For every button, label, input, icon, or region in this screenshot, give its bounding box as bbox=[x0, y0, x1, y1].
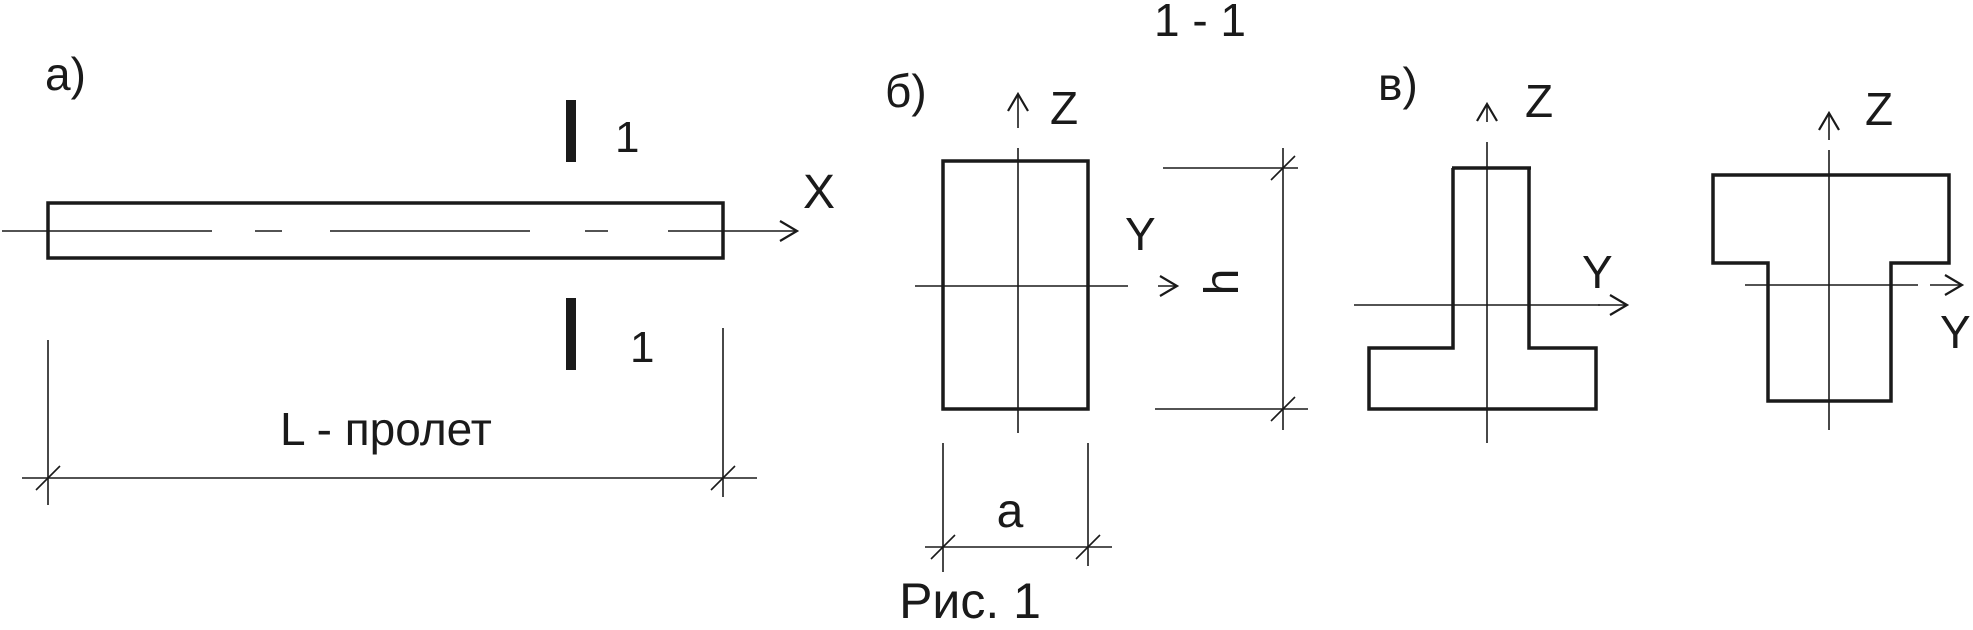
inverted-t-axis-z-label: Z bbox=[1525, 75, 1553, 127]
span-dimension bbox=[22, 328, 757, 505]
rect-section-panel: б) Z Y h a bbox=[885, 65, 1308, 572]
t-shape-axis-z-arrow bbox=[1818, 110, 1840, 131]
inverted-t-axis-y-label: Y bbox=[1582, 246, 1613, 298]
width-dimension bbox=[925, 443, 1112, 572]
beam-panel-label: а) bbox=[45, 48, 86, 100]
beam-panel: а) X 1 1 L - пролет bbox=[2, 48, 835, 505]
rect-axis-z-label: Z bbox=[1050, 82, 1078, 134]
section-mark-bottom-label: 1 bbox=[630, 323, 654, 372]
height-label: h bbox=[1196, 269, 1249, 296]
figure-caption: Рис. 1 bbox=[899, 573, 1041, 629]
inverted-t-axis-y-arrow bbox=[1609, 294, 1630, 316]
width-label: a bbox=[997, 485, 1024, 538]
rect-section-body bbox=[941, 159, 1090, 411]
rect-axis-z-arrow bbox=[1007, 91, 1029, 112]
inverted-t-axis-z-arrow bbox=[1476, 101, 1498, 122]
rect-axis-y-arrow bbox=[1159, 275, 1180, 297]
span-label: L - пролет bbox=[280, 403, 492, 455]
inverted-t-section: Z Y bbox=[1354, 75, 1630, 443]
height-dimension bbox=[1155, 148, 1308, 430]
inverted-t-body bbox=[1367, 166, 1598, 411]
section-title: 1 - 1 bbox=[1154, 0, 1246, 46]
t-shape-axis-y-label: Y bbox=[1940, 306, 1971, 358]
t-shape-body bbox=[1711, 173, 1951, 403]
t-shape-section: Z Y bbox=[1711, 83, 1971, 430]
rect-panel-label: б) bbox=[885, 65, 927, 117]
t-shape-axis-z-label: Z bbox=[1865, 83, 1893, 135]
t-sections-panel: в) Z Y Z Y bbox=[1354, 58, 1971, 443]
section-mark-top-label: 1 bbox=[615, 113, 639, 162]
rect-axis-y-label: Y bbox=[1125, 208, 1156, 260]
t-shape-axis-y-arrow bbox=[1944, 274, 1965, 296]
beam-axis-x-label: X bbox=[803, 166, 835, 219]
beam-axis-x-arrow bbox=[779, 220, 800, 242]
t-panel-label: в) bbox=[1378, 58, 1418, 110]
